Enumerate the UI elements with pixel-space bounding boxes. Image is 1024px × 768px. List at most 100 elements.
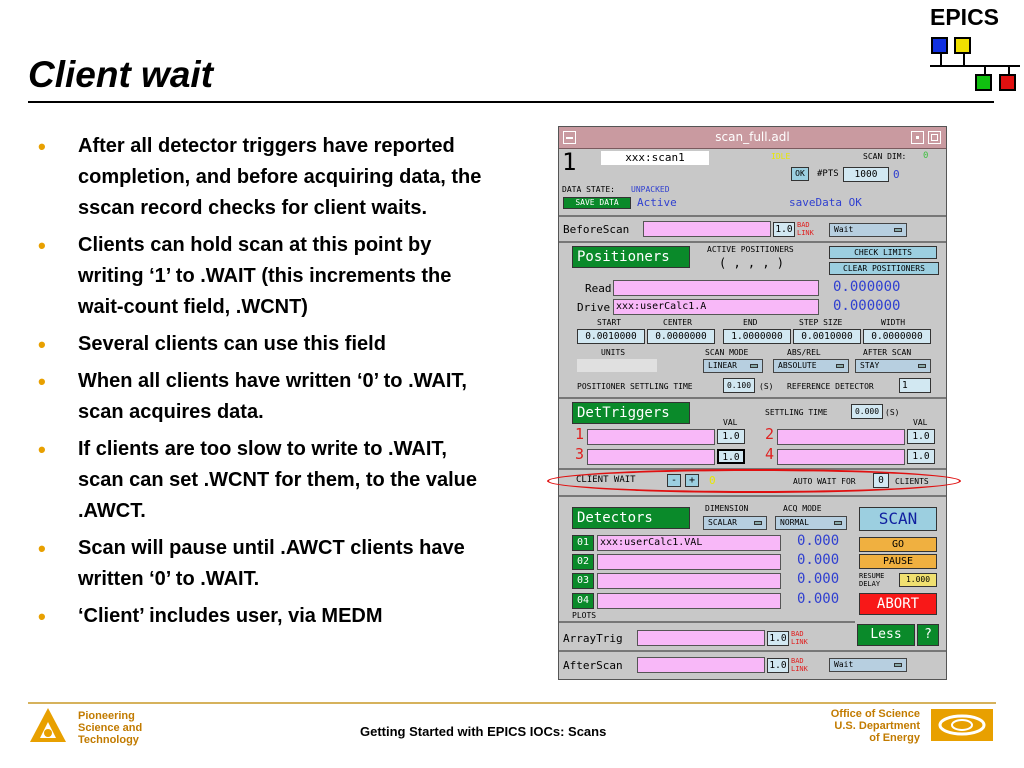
dimension-label: DIMENSION <box>705 504 749 513</box>
det-settling-unit: (S) <box>885 408 900 417</box>
val-label-2: VAL <box>913 418 928 427</box>
width-input[interactable]: 0.0000000 <box>863 329 931 344</box>
help-button[interactable]: ? <box>917 624 939 646</box>
reference-detector-input[interactable]: 1 <box>899 378 931 393</box>
scan-mode-menu[interactable]: LINEAR <box>703 359 763 373</box>
trigger-1-value[interactable]: 1.0 <box>717 429 745 444</box>
logo-square-green <box>975 74 992 91</box>
scan-mode-label: SCAN MODE <box>705 348 749 357</box>
clear-positioners-button[interactable]: CLEAR POSITIONERS <box>829 262 939 275</box>
arraytrig-label: ArrayTrig <box>563 632 623 645</box>
separator <box>559 397 946 399</box>
detector-03-button[interactable]: 03 <box>572 573 594 589</box>
start-input[interactable]: 0.0010000 <box>577 329 645 344</box>
afterscan-label: AfterScan <box>563 659 623 672</box>
abs-rel-menu[interactable]: ABSOLUTE <box>773 359 849 373</box>
read-label: Read <box>585 282 612 295</box>
save-data-button[interactable]: SAVE DATA <box>563 197 631 209</box>
detector-01-pv-input[interactable]: xxx:userCalc1.VAL <box>597 535 781 551</box>
scan-button[interactable]: SCAN <box>859 507 937 531</box>
dimension-menu[interactable]: SCALAR <box>703 516 767 530</box>
window-minimize-button[interactable] <box>911 131 924 144</box>
npts-label: #PTS <box>817 169 839 179</box>
plots-label: PLOTS <box>572 611 597 620</box>
afterscan-wait-menu[interactable]: Wait <box>829 658 907 672</box>
logo-line <box>930 65 1020 67</box>
medm-scan-window: scan_full.adl 1 xxx:scan1 IDLE SCAN DIM:… <box>558 126 947 680</box>
separator <box>559 650 946 652</box>
settling-time-input[interactable]: 0.100 <box>723 378 755 393</box>
detector-01-button[interactable]: 01 <box>572 535 594 551</box>
footer-rule <box>28 702 996 704</box>
before-scan-wait-menu[interactable]: Wait <box>829 223 907 237</box>
trigger-1-pv-input[interactable] <box>587 429 715 445</box>
window-maximize-button[interactable] <box>928 131 941 144</box>
arraytrig-value[interactable]: 1.0 <box>767 631 789 646</box>
epics-logo: EPICS <box>926 4 1022 96</box>
bullet-item: •If clients are too slow to write to .WA… <box>38 434 488 527</box>
trigger-4-value[interactable]: 1.0 <box>907 449 935 464</box>
bullet-item: •Scan will pause until .AWCT clients hav… <box>38 533 488 595</box>
after-scan-menu[interactable]: STAY <box>855 359 931 373</box>
trigger-2-pv-input[interactable] <box>777 429 905 445</box>
argonne-logo-icon <box>30 708 66 742</box>
detector-04-pv-input[interactable] <box>597 593 781 609</box>
data-state-label: DATA STATE: <box>562 185 615 194</box>
settling-time-label: POSITIONER SETTLING TIME <box>577 382 693 391</box>
step-size-input[interactable]: 0.0010000 <box>793 329 861 344</box>
end-input[interactable]: 1.0000000 <box>723 329 791 344</box>
acq-mode-menu[interactable]: NORMAL <box>775 516 847 530</box>
trigger-3-pv-input[interactable] <box>587 449 715 465</box>
trigger-3-value[interactable]: 1.0 <box>717 449 745 464</box>
pause-button[interactable]: PAUSE <box>859 554 937 569</box>
center-input[interactable]: 0.0000000 <box>647 329 715 344</box>
before-scan-pv-input[interactable] <box>643 221 771 237</box>
detector-02-pv-input[interactable] <box>597 554 781 570</box>
detector-02-button[interactable]: 02 <box>572 554 594 570</box>
trigger-4-number: 4 <box>765 445 775 463</box>
val-label-1: VAL <box>723 418 738 427</box>
drive-pv-input[interactable]: xxx:userCalc1.A <box>613 299 819 315</box>
go-button[interactable]: GO <box>859 537 937 552</box>
after-scan-label: AFTER SCAN <box>863 348 912 357</box>
abs-rel-label: ABS/REL <box>787 348 821 357</box>
trigger-4-pv-input[interactable] <box>777 449 905 465</box>
trigger-2-value[interactable]: 1.0 <box>907 429 935 444</box>
active-positioners-value: ( , , , ) <box>719 256 785 270</box>
before-scan-label: BeforeScan <box>563 223 630 236</box>
abort-button[interactable]: ABORT <box>859 593 937 615</box>
arraytrig-pv-input[interactable] <box>637 630 765 646</box>
bullet-dot-icon: • <box>38 332 46 357</box>
det-settling-input[interactable]: 0.000 <box>851 404 883 419</box>
record-name: xxx:scan1 <box>601 151 709 165</box>
logo-line <box>963 54 965 66</box>
detector-04-button[interactable]: 04 <box>572 593 594 609</box>
dettriggers-button[interactable]: DetTriggers <box>572 402 690 424</box>
footer-title: Getting Started with EPICS IOCs: Scans <box>360 724 607 739</box>
npts-input[interactable]: 1000 <box>843 167 889 182</box>
save-status: Active <box>637 196 677 209</box>
afterscan-value[interactable]: 1.0 <box>767 658 789 673</box>
logo-square-blue <box>931 37 948 54</box>
read-value: 0.000000 <box>833 279 901 295</box>
trigger-3-number: 3 <box>575 445 585 463</box>
before-scan-value[interactable]: 1.0 <box>773 222 795 237</box>
ok-button[interactable]: OK <box>791 167 809 181</box>
detectors-button[interactable]: Detectors <box>572 507 690 529</box>
less-button[interactable]: Less <box>857 624 915 646</box>
detector-03-pv-input[interactable] <box>597 573 781 589</box>
settling-time-unit: (S) <box>759 382 774 391</box>
read-pv-input[interactable] <box>613 280 819 296</box>
separator <box>559 621 855 623</box>
window-titlebar[interactable]: scan_full.adl <box>559 127 946 149</box>
drive-value: 0.000000 <box>833 298 901 314</box>
bullet-list: •After all detector triggers have report… <box>38 131 488 638</box>
positioners-button[interactable]: Positioners <box>572 246 690 268</box>
check-limits-button[interactable]: CHECK LIMITS <box>829 246 937 259</box>
resume-delay-input[interactable]: 1.000 <box>899 573 937 587</box>
window-menu-button[interactable] <box>563 131 576 144</box>
afterscan-pv-input[interactable] <box>637 657 765 673</box>
logo-line <box>1008 65 1010 75</box>
